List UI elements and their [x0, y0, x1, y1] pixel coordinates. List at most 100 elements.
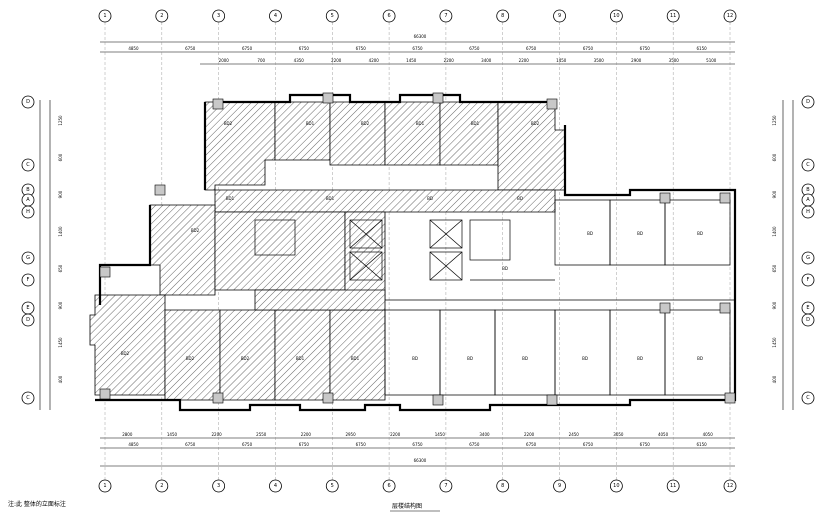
room-label: BD2 — [224, 121, 233, 126]
dim-bottom-inner: 2200 — [390, 432, 401, 437]
dim-top-outer: 4850 — [128, 46, 139, 51]
dim-top-outer: 6750 — [526, 46, 537, 51]
axis-label: 12 — [727, 483, 733, 489]
dim-bottom-outer: 6750 — [583, 442, 594, 447]
dim-top-outer: 6750 — [185, 46, 196, 51]
axis-bubble-left-D — [21, 313, 35, 327]
column — [212, 392, 224, 404]
dim-bottom-inner: 2950 — [345, 432, 356, 437]
dim-bottom-inner: 2450 — [569, 432, 580, 437]
dim-bottom-outer: 6750 — [412, 442, 423, 447]
column — [432, 394, 444, 406]
dim-bottom-inner: 2550 — [256, 432, 267, 437]
axis-bubble-right-G — [801, 251, 815, 265]
dim-right: 900 — [772, 190, 777, 198]
axis-bubble-left-C — [21, 391, 35, 405]
column — [99, 266, 111, 278]
axis-label: 4 — [274, 483, 277, 489]
outer-walls — [95, 93, 737, 412]
column — [212, 98, 224, 110]
dimension-lines — [39, 41, 794, 467]
column — [322, 392, 334, 404]
column — [659, 192, 671, 204]
room-label: BD1 — [471, 121, 480, 126]
axis-bubble-top-8 — [496, 9, 510, 23]
dim-left: 1250 — [58, 115, 63, 126]
room-label: BD — [637, 356, 643, 361]
axis-bubble-top-6 — [382, 9, 396, 23]
axis-label: 9 — [558, 13, 561, 19]
dim-right: 1250 — [772, 115, 777, 126]
axis-bubble-left-F — [21, 273, 35, 287]
dim-top-outer: 6750 — [412, 46, 423, 51]
room-label: BD — [697, 231, 703, 236]
dim-left: 900 — [58, 190, 63, 198]
dim-bottom-inner: 3050 — [613, 432, 624, 437]
dim-top-inner: 2200 — [444, 58, 455, 63]
axis-label: 4 — [274, 13, 277, 19]
room-label: BD2 — [241, 356, 250, 361]
column — [154, 184, 166, 196]
axis-label: 11 — [670, 13, 676, 19]
dimension-texts: 4850 6750 6750 6750 6750 6750 6750 6750 6750 6750… — [58, 46, 777, 447]
dim-top-inner: 1450 — [406, 58, 417, 63]
dim-bottom-inner: 2800 — [122, 432, 133, 437]
hatched-rooms — [89, 101, 566, 401]
column — [659, 302, 671, 314]
axis-bubble-right-D — [801, 95, 815, 109]
axis-label: 8 — [501, 13, 504, 19]
axis-bubble-bottom-12 — [723, 479, 737, 493]
column — [724, 392, 736, 404]
dim-bottom-inner: 4050 — [703, 432, 714, 437]
dim-top-outer: 6750 — [242, 46, 253, 51]
axis-label: B — [806, 187, 810, 193]
dim-right: 400 — [772, 375, 777, 383]
dim-bottom-inner: 3400 — [479, 432, 490, 437]
room-label: BD — [412, 356, 418, 361]
axis-bubble-bottom-7 — [439, 479, 453, 493]
dim-top-outer: 6750 — [299, 46, 310, 51]
room-label: BD1 — [351, 356, 360, 361]
dim-right: 600 — [772, 153, 777, 161]
axis-bubble-bottom-8 — [496, 479, 510, 493]
column — [322, 92, 334, 104]
dim-left: 1450 — [58, 337, 63, 348]
axis-bubble-left-H — [21, 205, 35, 219]
axis-bubble-left-G — [21, 251, 35, 265]
drawing-title: 层楼结构图 — [392, 502, 422, 510]
axis-label: H — [806, 209, 810, 215]
axis-label: E — [806, 305, 809, 311]
axis-bubble-bottom-5 — [325, 479, 339, 493]
dim-bottom-inner: 1450 — [167, 432, 178, 437]
dim-top-inner: 2000 — [219, 58, 230, 63]
dim-bottom-outer: 6750 — [185, 442, 196, 447]
axis-bubble-bottom-9 — [553, 479, 566, 493]
column — [546, 394, 558, 406]
axis-label: 1 — [103, 483, 106, 489]
axis-label: G — [806, 255, 810, 261]
axis-label: C — [806, 162, 810, 168]
axis-label: 7 — [444, 483, 447, 489]
room-label: BD — [502, 266, 508, 271]
axis-label: 8 — [501, 483, 504, 489]
dim-bottom-inner: 4050 — [658, 432, 669, 437]
axis-label: A — [806, 197, 810, 203]
room-label: BD — [582, 356, 588, 361]
axis-bubble-right-D — [801, 313, 815, 327]
room-label: BD2 — [531, 121, 540, 126]
dim-top-outer: 6750 — [583, 46, 594, 51]
axis-label: 11 — [670, 483, 676, 489]
dim-left: 650 — [58, 264, 63, 272]
axis-label: 7 — [444, 13, 447, 19]
dim-bottom-outer: 6750 — [640, 442, 651, 447]
axis-bubble-top-2 — [155, 9, 169, 23]
overall-dim-top: 66300 — [414, 34, 427, 39]
column — [432, 92, 444, 104]
axis-label: F — [27, 277, 30, 283]
column — [719, 192, 731, 204]
room-label: BD — [522, 356, 528, 361]
room-label: BD2 — [361, 121, 370, 126]
axis-bubble-bottom-4 — [269, 479, 282, 493]
